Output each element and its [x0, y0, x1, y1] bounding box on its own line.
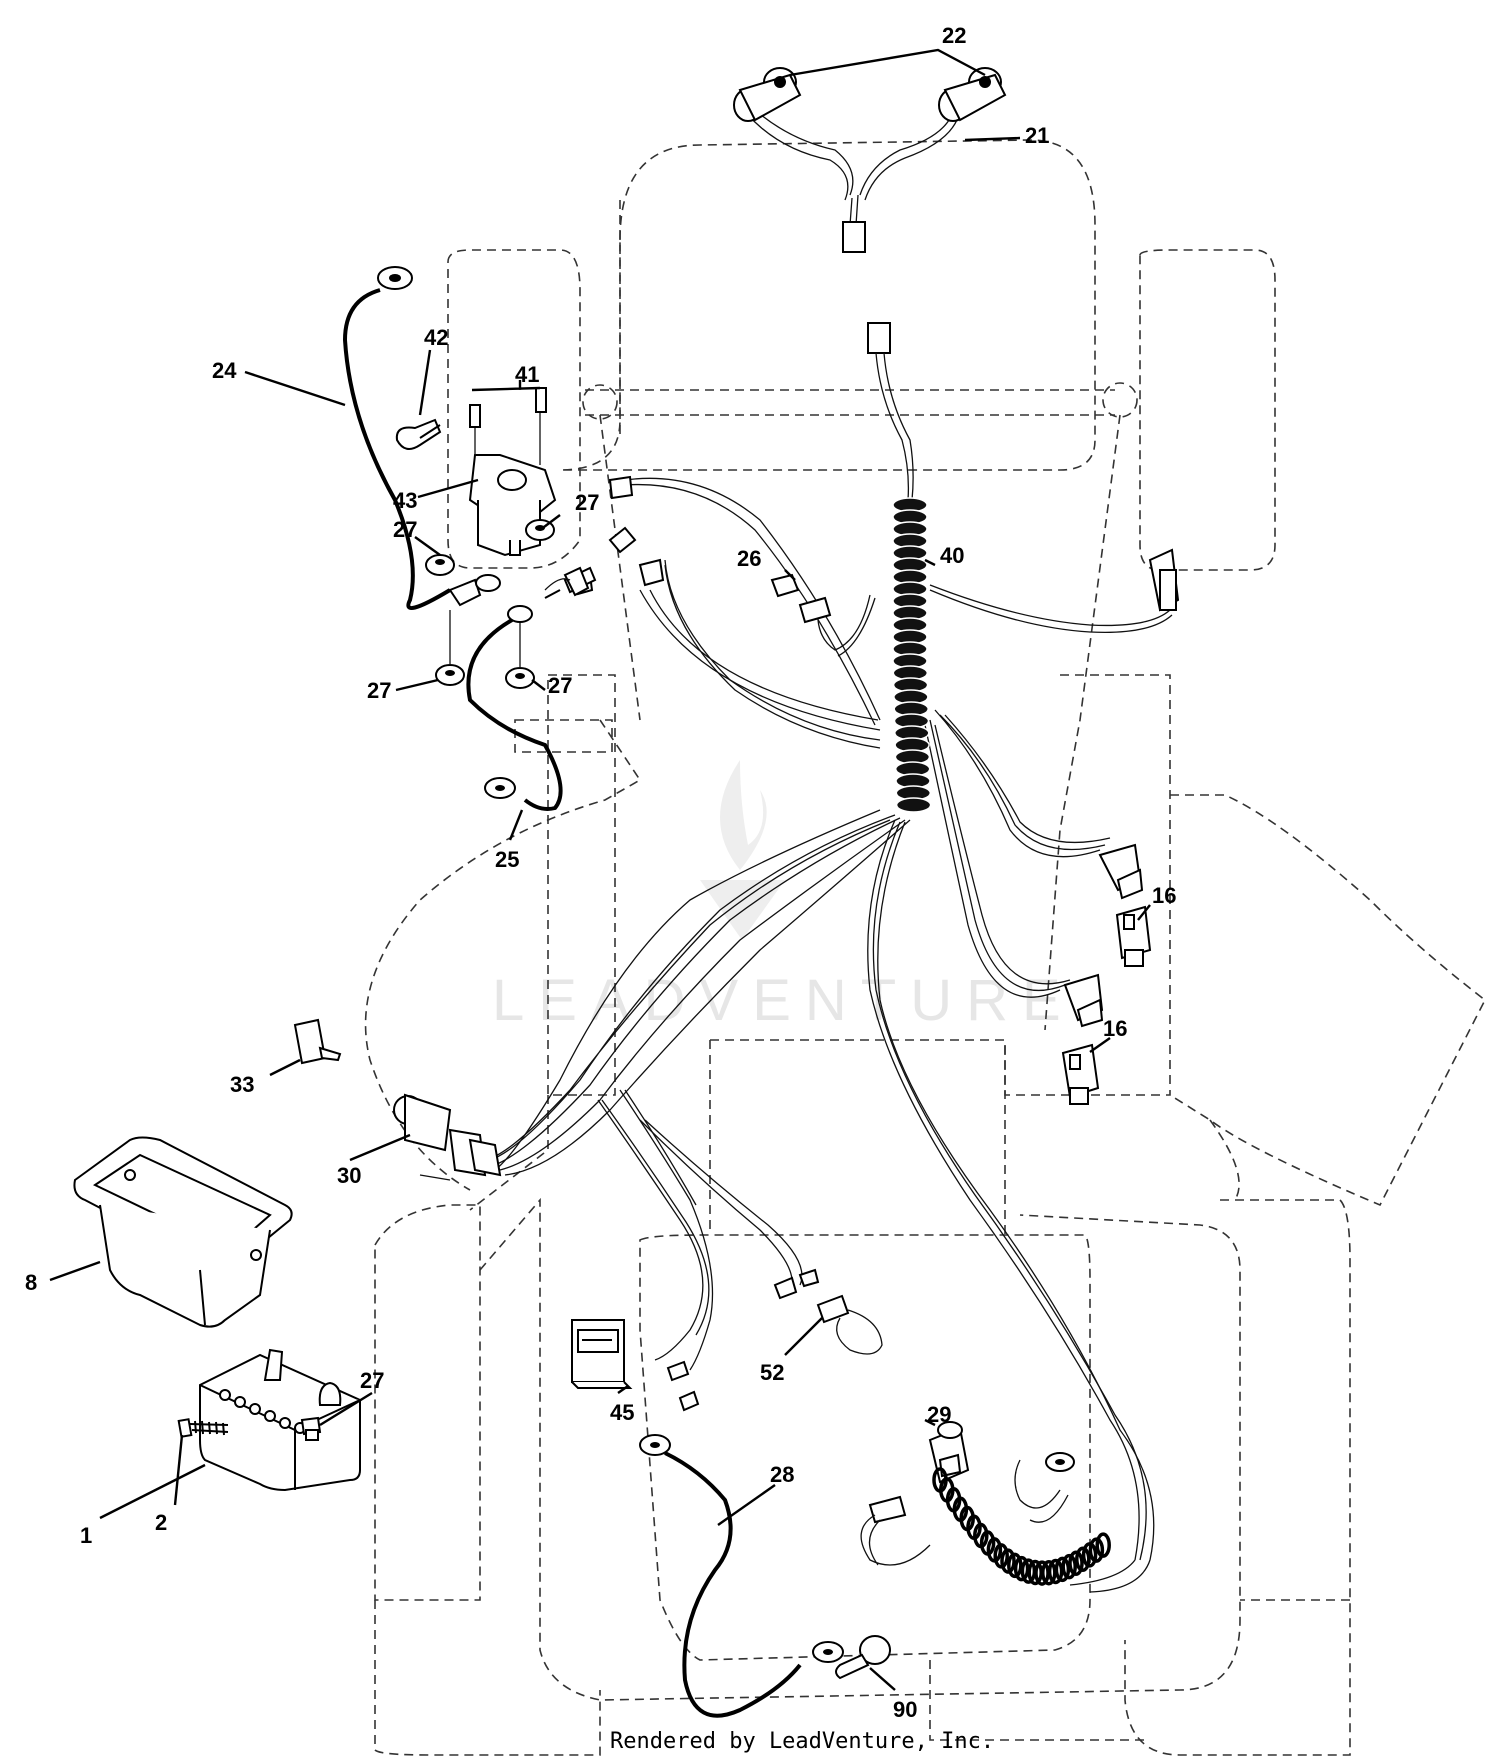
label-27-left: 27: [393, 517, 417, 542]
connector-right-side: [1148, 548, 1180, 612]
headlight-right: [938, 67, 1007, 122]
label-21: 21: [1025, 123, 1049, 148]
label-52: 52: [760, 1360, 784, 1385]
connector-16-b: [1061, 1043, 1100, 1105]
label-26: 26: [737, 546, 761, 571]
battery: [199, 1348, 361, 1492]
coil-cord: [932, 1467, 1111, 1586]
label-45: 45: [610, 1400, 634, 1425]
bolt-2: [177, 1418, 229, 1438]
fuse-holder-52: [666, 1268, 883, 1412]
nut-27-battery: [300, 1416, 322, 1441]
solenoid-assembly: [395, 387, 557, 689]
label-27-top-right: 27: [575, 490, 599, 515]
label-29: 29: [927, 1402, 951, 1427]
nut-27-lower-left: [435, 664, 465, 686]
coil-turn: [1054, 1556, 1071, 1583]
label-33: 33: [230, 1072, 254, 1097]
headlight-connector: [842, 221, 866, 253]
coil-turn: [1075, 1546, 1091, 1573]
coil-turn: [1041, 1559, 1057, 1586]
coil-turn: [1068, 1550, 1084, 1577]
ignition-key: [293, 1018, 342, 1065]
watermark: LEADVENTURE: [492, 760, 1075, 1033]
fuse-26: [563, 475, 832, 624]
main-harness-wires: [484, 322, 1173, 1593]
battery-cable-25: [466, 566, 590, 811]
loom-segment: [895, 797, 932, 813]
label-43: 43: [393, 488, 417, 513]
coil-turn: [1095, 1532, 1111, 1558]
connector-16-a: [1115, 905, 1152, 967]
coil-turn: [1061, 1553, 1077, 1580]
watermark-text: LEADVENTURE: [492, 968, 1075, 1033]
ignition-switch: [393, 1093, 502, 1181]
part-labels: 22 21 24 42 41 43 27 27 27 27 25 26 40 1…: [25, 23, 1176, 1722]
label-27-lower-left: 27: [367, 678, 391, 703]
label-25: 25: [495, 847, 519, 872]
label-24: 24: [212, 358, 237, 383]
label-40: 40: [940, 543, 964, 568]
battery-box: [73, 1136, 293, 1328]
nut-27-lower-right: [505, 667, 535, 689]
headlight-left: [733, 67, 802, 122]
label-1: 1: [80, 1523, 92, 1548]
terminal-boot: [835, 1635, 891, 1680]
label-16-top: 16: [1152, 883, 1176, 908]
battery-cable-24: [342, 266, 501, 610]
ground-cable: [639, 1434, 844, 1718]
harness-loom: [892, 497, 932, 813]
label-22: 22: [942, 23, 966, 48]
tractor-outline: [364, 139, 1487, 1756]
label-27-battery: 27: [360, 1368, 384, 1393]
nut-27-left: [425, 554, 455, 576]
coil-turn: [1007, 1552, 1023, 1579]
coil-turn: [1013, 1555, 1030, 1582]
label-90: 90: [893, 1697, 917, 1722]
footer-credit: Rendered by LeadVenture, Inc.: [610, 1729, 994, 1754]
label-42: 42: [424, 325, 448, 350]
label-27-lower-right: 27: [548, 673, 572, 698]
coil-turn: [1000, 1548, 1016, 1574]
coil-cord-end: [860, 1452, 1075, 1566]
harness-connectors: [1061, 548, 1180, 1105]
hour-meter: [571, 1319, 633, 1389]
headlight-harness: [733, 67, 1007, 253]
label-8: 8: [25, 1270, 37, 1295]
label-28: 28: [770, 1462, 794, 1487]
label-2: 2: [155, 1510, 167, 1535]
label-41: 41: [515, 362, 539, 387]
label-30: 30: [337, 1163, 361, 1188]
label-16-bottom: 16: [1103, 1016, 1127, 1041]
leader-lines: [49, 48, 1151, 1691]
coil-turn: [1047, 1558, 1064, 1585]
